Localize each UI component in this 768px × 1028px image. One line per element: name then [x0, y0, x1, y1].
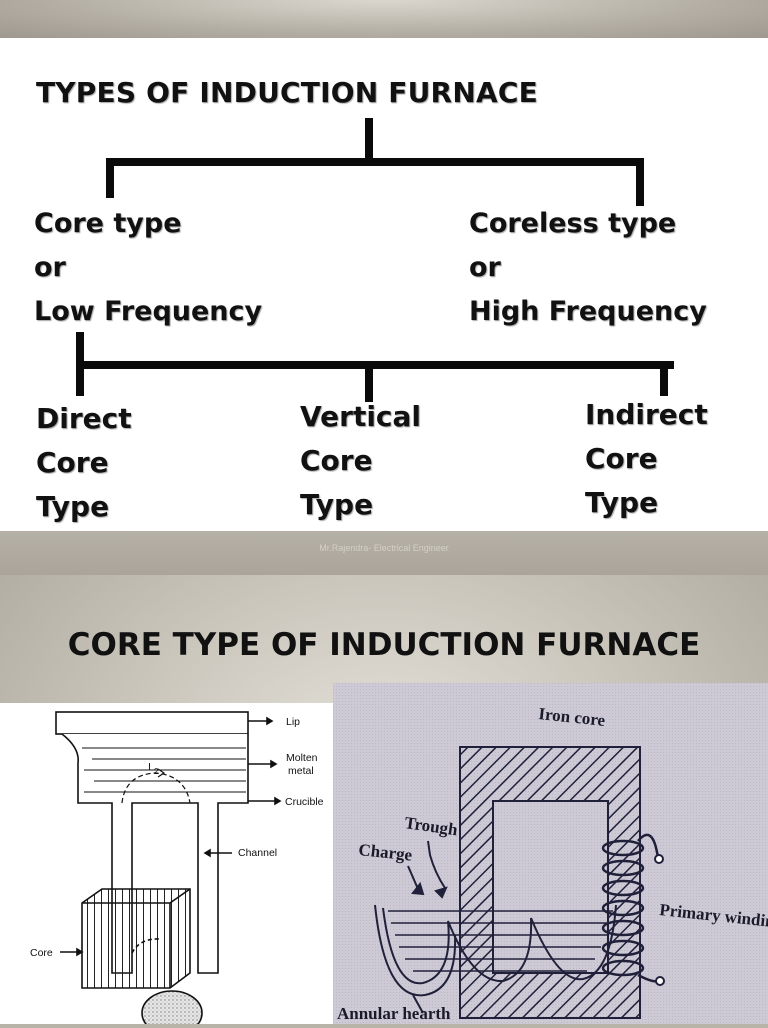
subtype-line: Indirect — [585, 398, 708, 431]
hierarchy-connector-lines — [76, 118, 674, 402]
core-label: Core — [30, 947, 53, 959]
core-furnace-schematic-figure: Lip Molten metal I 2 Crucible Channel Co… — [0, 703, 333, 1028]
iron-core-furnace-diagram: Iron core Trough Charge Primary winding … — [333, 683, 768, 1024]
lip-shape — [55, 711, 249, 735]
coreless-type-or: or — [469, 252, 501, 283]
iron-core-furnace-photo-figure: Iron core Trough Charge Primary winding … — [333, 683, 768, 1024]
subtype-line: Direct — [36, 402, 132, 435]
subtype-line: Type — [585, 486, 659, 519]
vertical-core-type: Vertical Core Type — [300, 395, 421, 527]
slide-title: CORE TYPE OF INDUCTION FURNACE — [67, 627, 701, 663]
molten-metal-label-2: metal — [288, 765, 314, 777]
slide-core-type-induction-furnace: CORE TYPE OF INDUCTION FURNACE — [0, 575, 768, 1028]
coreless-type-branch: Coreless type or High Frequency — [469, 202, 707, 334]
core-type-or: or — [34, 252, 66, 283]
subtype-line: Type — [36, 490, 110, 523]
current-subscript: 2 — [154, 767, 159, 776]
crucible-label: Crucible — [285, 796, 324, 808]
subtype-line: Core — [300, 444, 373, 477]
lip-label: Lip — [286, 716, 300, 728]
subtype-line: Core — [585, 442, 658, 475]
low-frequency-label: Low Frequency — [34, 296, 263, 327]
core-furnace-schematic: Lip Molten metal I 2 Crucible Channel Co… — [30, 711, 324, 1028]
slide-title: TYPES OF INDUCTION FURNACE — [36, 76, 538, 109]
annular-hearth-label: Annular hearth — [337, 1004, 451, 1023]
iron-core-shape — [81, 888, 191, 989]
current-path — [121, 772, 191, 804]
core-type-branch: Core type or Low Frequency — [34, 202, 262, 334]
subtype-line: Core — [36, 446, 109, 479]
author-credit: Mr.Rajendra- Electrical Engineer — [319, 543, 449, 553]
core-type-label: Core type — [34, 208, 182, 239]
top-background-band — [0, 0, 768, 38]
molten-metal-label: Molten — [286, 752, 318, 764]
indirect-core-type: Indirect Core Type — [585, 393, 708, 525]
coreless-type-label: Coreless type — [469, 208, 677, 239]
crucible-shape — [61, 733, 249, 974]
channel-label: Channel — [238, 847, 277, 859]
primary-winding-coil — [601, 833, 660, 983]
high-frequency-label: High Frequency — [469, 296, 707, 327]
slide-separator-band: Mr.Rajendra- Electrical Engineer — [0, 531, 768, 575]
subtype-line: Vertical — [300, 400, 422, 433]
current-label: I — [148, 761, 151, 773]
direct-core-type: Direct Core Type — [36, 397, 132, 529]
slide-types-of-induction-furnace: TYPES OF INDUCTION FURNACE Core type or … — [0, 38, 768, 531]
annular-hearth — [382, 904, 617, 985]
coil-shape — [141, 990, 203, 1028]
subtype-line: Type — [300, 488, 374, 521]
